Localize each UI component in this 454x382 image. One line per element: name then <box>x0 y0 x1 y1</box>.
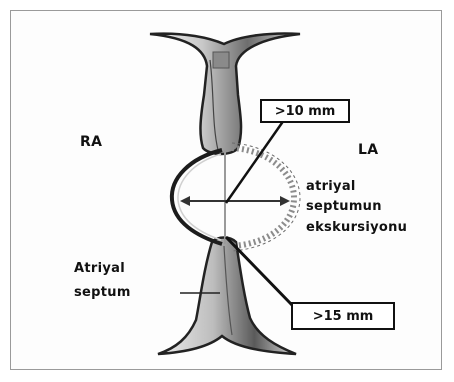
atrial-septum-label-line1: Atriyal <box>74 261 131 277</box>
ra-label: RA <box>80 134 102 152</box>
upper-septum-marker <box>213 52 229 68</box>
atrial-septum-label-line2: septum <box>74 285 131 301</box>
measurement-lower-box: >15 mm <box>291 302 395 330</box>
excursion-label-line3: ekskursiyonu <box>306 220 407 236</box>
excursion-label: atriyal septumun ekskursiyonu <box>306 179 407 236</box>
atrial-septum-label: Atriyal septum <box>74 261 131 302</box>
excursion-arrowhead-right <box>280 196 290 206</box>
excursion-arrowhead-left <box>180 196 190 206</box>
septum-bulge-ra <box>172 150 222 244</box>
excursion-label-line2: septumun <box>306 199 407 215</box>
excursion-label-line1: atriyal <box>306 179 407 195</box>
la-label: LA <box>358 142 378 160</box>
measurement-upper-box: >10 mm <box>260 99 350 123</box>
